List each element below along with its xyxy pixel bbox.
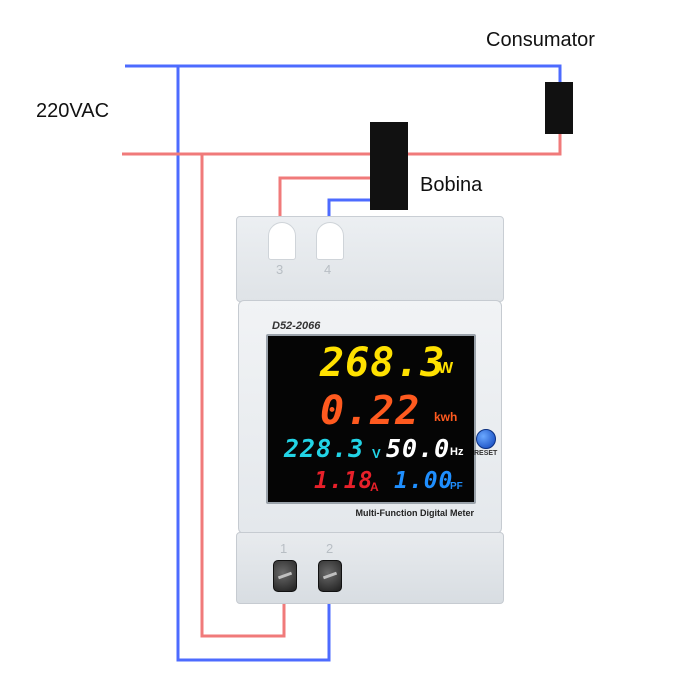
frequency-unit: Hz [450, 446, 464, 458]
terminal-3-socket [268, 222, 296, 260]
frequency-reading: 50.0 [386, 434, 451, 463]
meter-display: 268.3 W 0.22 kwh 228.3 V 50.0 Hz 1.18 A … [266, 334, 476, 504]
reset-label: RESET [474, 450, 498, 457]
coil-label: Bobina [420, 174, 483, 196]
terminal-4-number: 4 [324, 262, 332, 277]
live-wire-to-meter [200, 154, 286, 638]
energy-unit: kwh [434, 410, 458, 424]
current-reading: 1.18 [314, 468, 374, 494]
terminal-1-screw [273, 560, 297, 592]
current-unit: A [370, 480, 379, 494]
power-unit: W [438, 360, 454, 377]
voltage-reading: 228.3 [284, 434, 365, 463]
power-factor-unit: PF [450, 481, 463, 492]
meter-caption: Multi-Function Digital Meter [355, 508, 475, 518]
power-factor-reading: 1.00 [394, 468, 454, 494]
consumer-load [545, 82, 573, 134]
consumer-label: Consumator [486, 29, 595, 51]
reset-button[interactable] [476, 429, 496, 449]
neutral-wire-main [125, 64, 562, 82]
terminal-2-screw [318, 560, 342, 592]
live-wire-main [122, 134, 562, 156]
terminal-3-number: 3 [276, 262, 284, 277]
energy-reading: 0.22 [320, 388, 421, 434]
neutral-wire-to-meter [176, 66, 331, 662]
terminal-4-socket [316, 222, 344, 260]
live-wire-coil-sense [278, 176, 374, 222]
voltage-unit: V [372, 446, 381, 461]
terminal-2-number: 2 [326, 541, 334, 556]
terminal-1-number: 1 [280, 541, 288, 556]
neutral-wire-coil-sense [327, 198, 374, 222]
supply-voltage-label: 220VAC [36, 100, 110, 122]
meter-model: D52-2066 [272, 320, 321, 332]
current-coil [370, 122, 408, 210]
power-reading: 268.3 [320, 340, 446, 386]
